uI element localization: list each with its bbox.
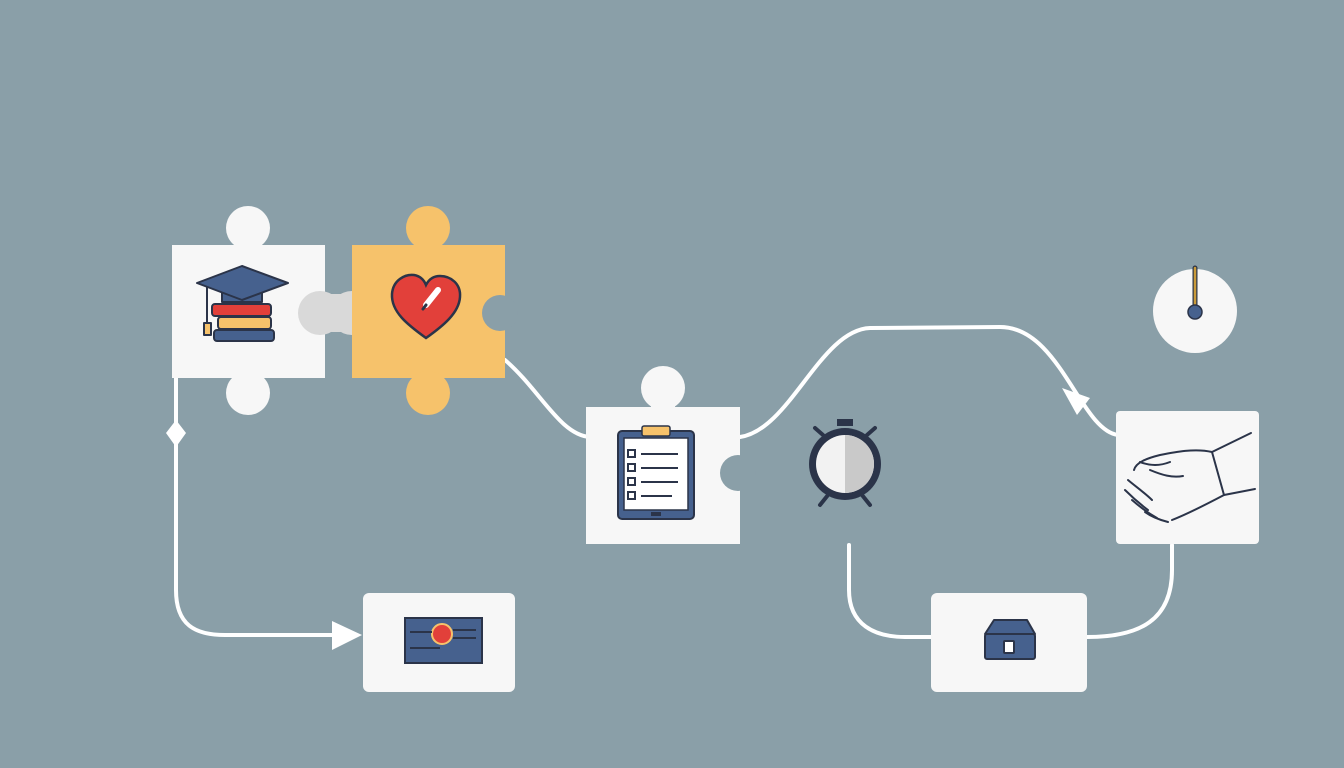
handshake-icon	[1124, 432, 1256, 523]
stopwatch-icon	[809, 419, 881, 507]
edge-health-to-checklist	[503, 358, 592, 439]
heart-pencil-icon	[390, 273, 462, 340]
edge-education-to-certificate	[174, 376, 357, 637]
edge-timer-to-archive	[847, 543, 937, 639]
edge-checklist-to-agreement	[738, 325, 1120, 439]
archive-box-icon	[984, 619, 1036, 660]
graduation-cap-books-icon	[196, 265, 289, 342]
connector-lines	[174, 325, 1174, 639]
gauge-dial-icon	[1187, 265, 1203, 320]
arrowhead-certificate	[332, 621, 362, 650]
clipboard-checklist-icon	[617, 425, 695, 520]
tile-agreement[interactable]	[1116, 411, 1259, 544]
diamond-decision-marker	[166, 420, 186, 447]
edge-archive-to-agreement	[1085, 543, 1174, 639]
certificate-icon	[404, 617, 483, 664]
arrowhead-agreement	[1062, 388, 1090, 415]
